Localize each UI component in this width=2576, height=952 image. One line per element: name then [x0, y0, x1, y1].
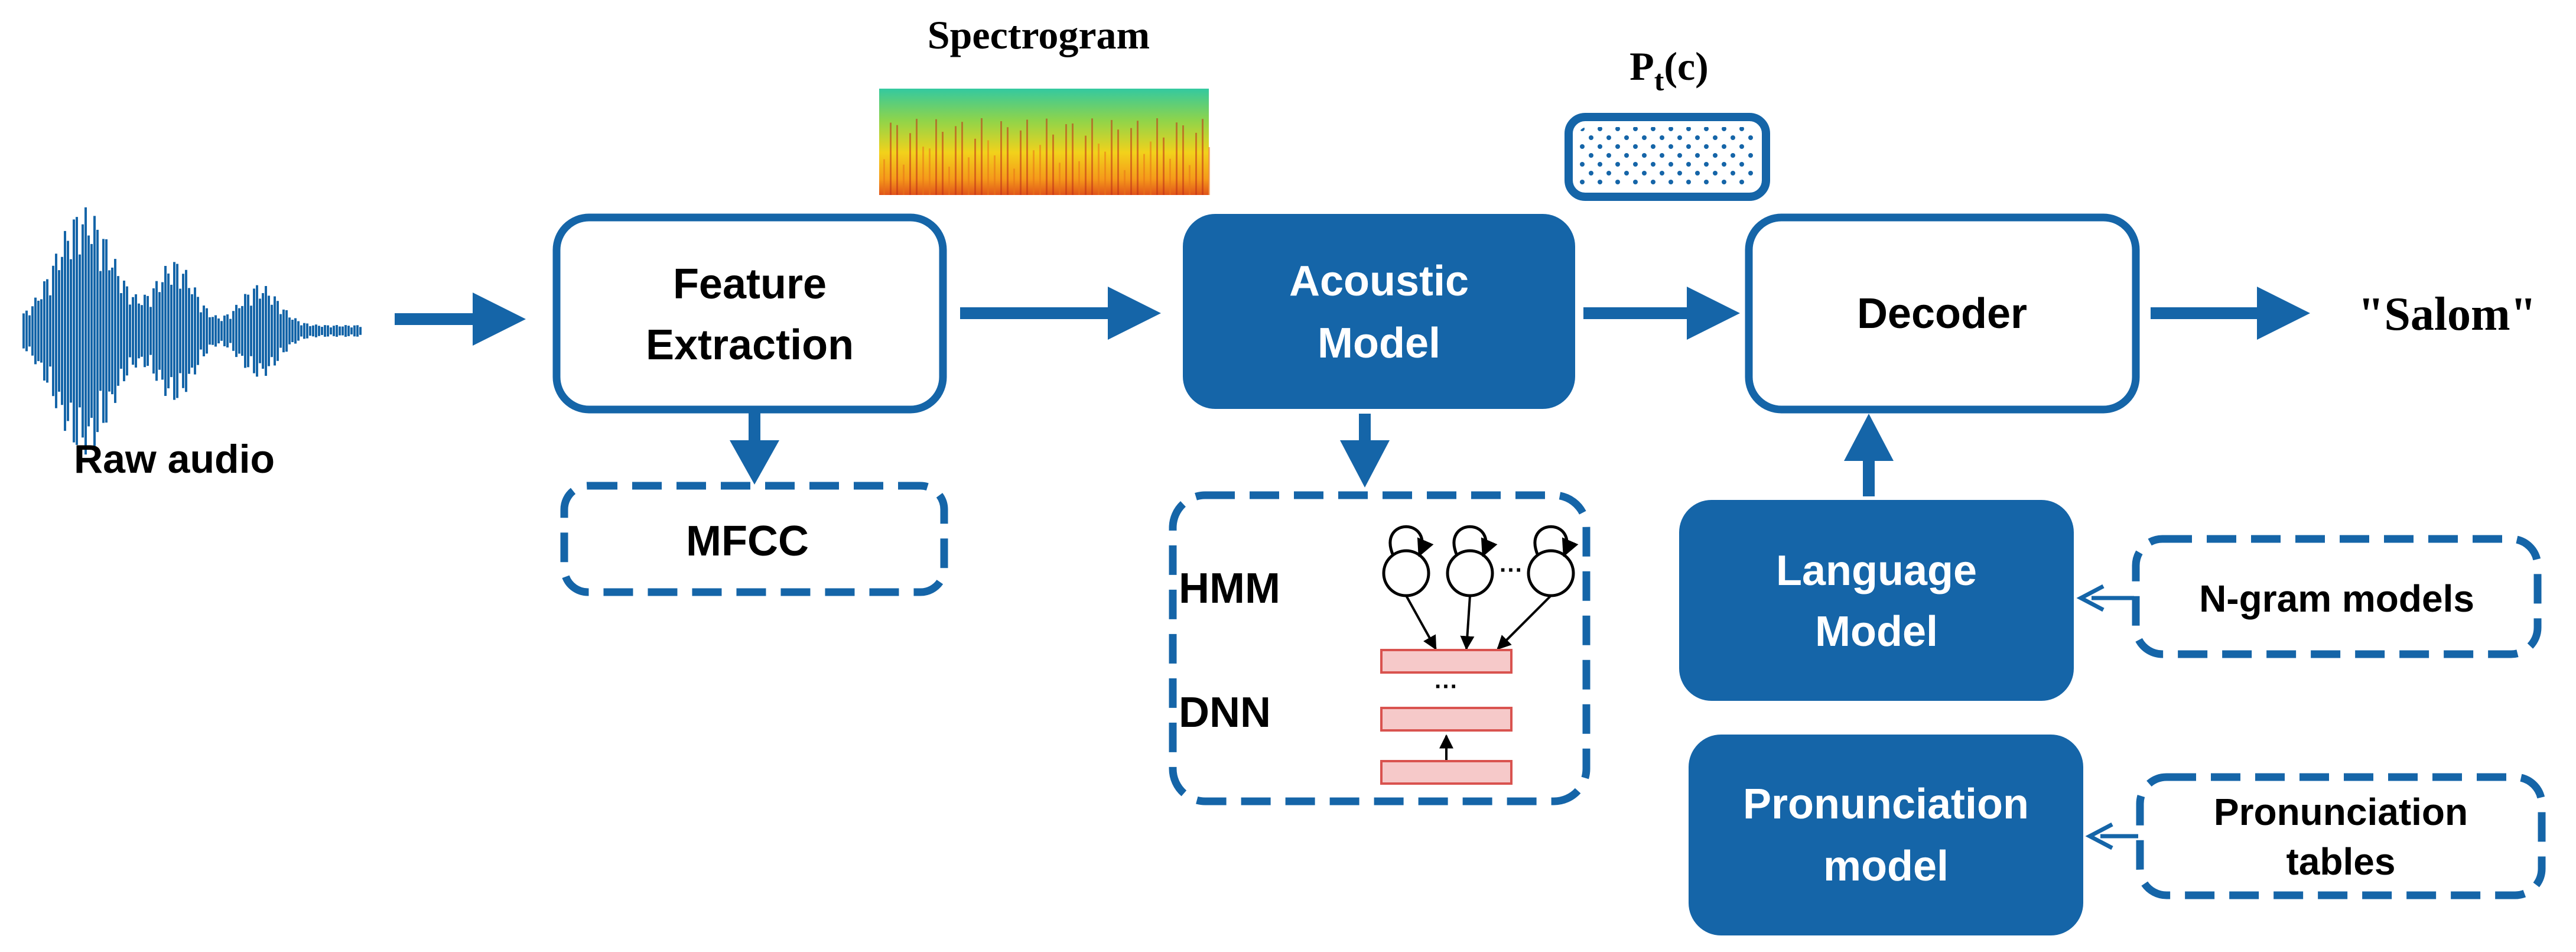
- acoustic-model-label-line1: Acoustic: [1289, 258, 1469, 305]
- posterior-argument: (c): [1664, 44, 1708, 89]
- language-model-label-line2: Model: [1815, 608, 1938, 655]
- arrow-acoustic-to-hmm-dnn: [1340, 414, 1390, 488]
- arrow-tables-to-pronunciation: [2085, 822, 2138, 850]
- dnn-label: DNN: [1179, 689, 1271, 736]
- arrow-audio-to-feature: [395, 293, 526, 346]
- pronunciation-model-box: Pronunciation model: [1689, 735, 2083, 935]
- pronunciation-tables-box: Pronunciation tables: [2136, 773, 2546, 899]
- hmm-ellipsis: ···: [1500, 557, 1523, 583]
- feature-extraction-label-line1: Feature: [673, 261, 827, 308]
- pronunciation-model-label-line1: Pronunciation: [1743, 781, 2029, 828]
- spectrogram-label: Spectrogram: [928, 12, 1150, 57]
- language-model-box: Language Model: [1679, 500, 2074, 701]
- arrow-ngram-to-language: [2076, 584, 2134, 612]
- acoustic-model-box: Acoustic Model: [1183, 214, 1575, 409]
- dnn-layer-middle: [1380, 707, 1513, 732]
- spectrogram-image: [879, 89, 1210, 195]
- language-model-label-line1: Language: [1776, 547, 1977, 594]
- arrow-language-to-decoder: [1844, 414, 1894, 496]
- feature-extraction-box: Feature Extraction: [552, 213, 947, 414]
- dnn-ellipsis: ···: [1435, 674, 1458, 700]
- arrow-acoustic-to-decoder: [1583, 287, 1740, 340]
- hmm-dnn-box: HMM DNN ··· ···: [1169, 491, 1591, 805]
- hmm-label: HMM: [1179, 565, 1280, 612]
- feature-extraction-label-line2: Extraction: [646, 321, 854, 369]
- posterior-label: Pt(c): [1629, 44, 1709, 97]
- ngram-models-box: N-gram models: [2132, 535, 2542, 658]
- arrow-feature-to-mfcc: [730, 410, 779, 485]
- acoustic-model-label-line2: Model: [1318, 320, 1440, 367]
- posterior-dotted-box: [1565, 113, 1770, 201]
- arrow-decoder-to-output: [2151, 287, 2310, 340]
- raw-audio-label: Raw audio: [74, 437, 275, 482]
- dnn-layer-bottom: [1380, 760, 1513, 785]
- raw-audio-waveform-icon: [22, 207, 362, 455]
- decoder-label: Decoder: [1857, 290, 2027, 337]
- svg-text:Pt(c): Pt(c): [1629, 44, 1709, 97]
- posterior-subscript: t: [1654, 64, 1664, 97]
- dnn-layer-top: [1380, 649, 1513, 674]
- decoder-box: Decoder: [1745, 213, 2140, 414]
- ngram-models-label: N-gram models: [2199, 577, 2474, 620]
- mfcc-box: MFCC: [560, 482, 948, 596]
- output-text: "Salom": [2358, 288, 2536, 340]
- pronunciation-tables-label-line1: Pronunciation: [2214, 791, 2468, 833]
- arrow-feature-to-acoustic: [960, 287, 1161, 340]
- mfcc-label: MFCC: [686, 518, 809, 565]
- pronunciation-model-label-line2: model: [1823, 843, 1949, 890]
- posterior-main: P: [1629, 44, 1654, 89]
- pronunciation-tables-label-line2: tables: [2286, 840, 2396, 883]
- hmm-state-1: [1382, 525, 1434, 597]
